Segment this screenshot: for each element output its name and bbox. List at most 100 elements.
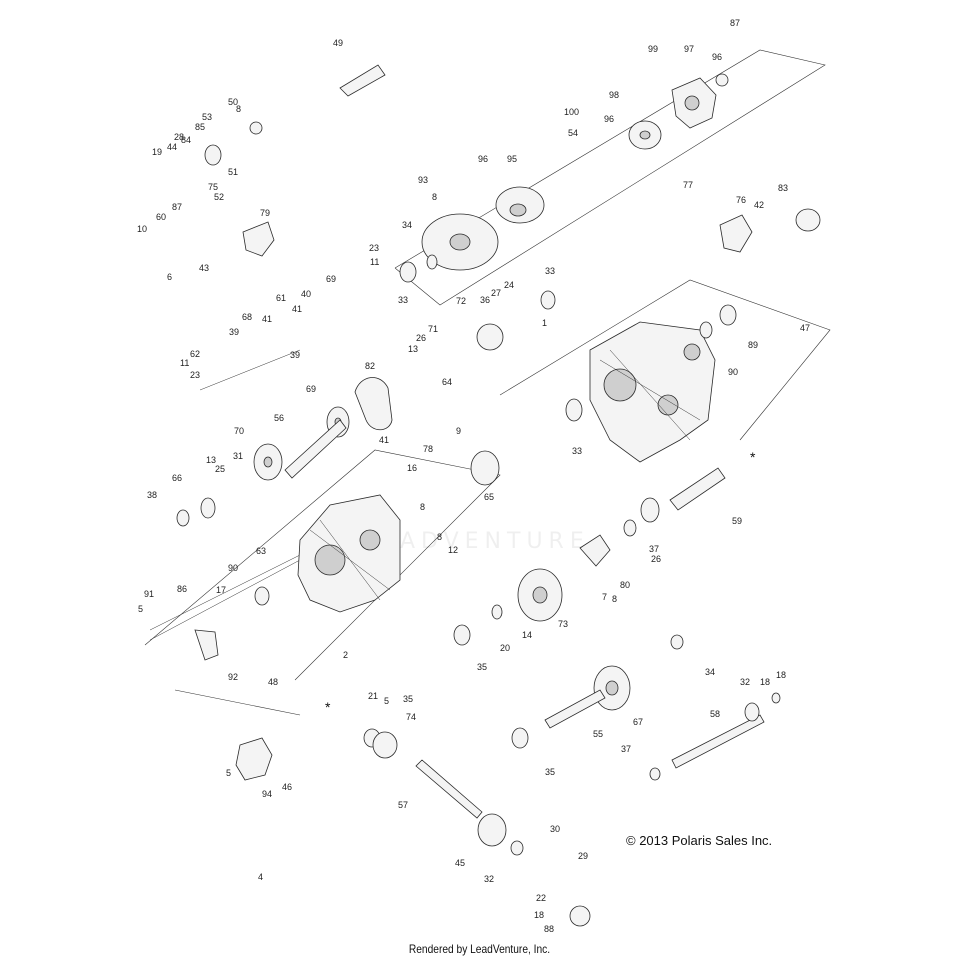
callout-label: 57 xyxy=(398,800,408,810)
callout-label: 61 xyxy=(276,293,286,303)
callout-label: 6 xyxy=(167,272,172,282)
callout-label: 26 xyxy=(651,554,661,564)
callout-label: 41 xyxy=(262,314,272,324)
callout-label: 75 xyxy=(208,182,218,192)
asterisk-marker: * xyxy=(325,699,331,715)
shaft-58 xyxy=(671,714,765,769)
callout-label: 41 xyxy=(292,304,302,314)
gear-97 xyxy=(495,186,545,224)
callout-label: 40 xyxy=(301,289,311,299)
callout-label: 39 xyxy=(229,327,239,337)
callout-label: 35 xyxy=(477,662,487,672)
callout-label: 8 xyxy=(420,502,425,512)
plate-65 xyxy=(470,450,500,486)
copyright-notice: © 2013 Polaris Sales Inc. xyxy=(626,833,773,848)
callout-label: 8 xyxy=(437,532,442,542)
callout-label: 51 xyxy=(228,167,238,177)
carrier-100 xyxy=(671,77,717,129)
callout-label: 59 xyxy=(732,516,742,526)
callout-numbers: 1 2 4 5 6 7 8 9 10 11 12 13 14 16 17 18 … xyxy=(137,38,810,934)
callout-label: 37 xyxy=(621,744,631,754)
callout-label: 47 xyxy=(800,323,810,333)
callout-label: 76 xyxy=(736,195,746,205)
callout-label: 8 xyxy=(236,104,241,114)
plate-80 xyxy=(579,534,611,567)
callout-label: 86 xyxy=(177,584,187,594)
callout-label: 99 xyxy=(648,44,658,54)
callout-label: 93 xyxy=(418,175,428,185)
repeated-callouts: 33 33 35 35 34 32 37 39 41 41 69 23 11 1… xyxy=(180,18,770,920)
bracket-76 xyxy=(719,214,753,253)
callout-label: 45 xyxy=(455,858,465,868)
callout-label: 9 xyxy=(456,426,461,436)
callout-label: 68 xyxy=(242,312,252,322)
callout-label: 43 xyxy=(199,263,209,273)
gear-73 xyxy=(517,568,563,622)
callout-label: 31 xyxy=(233,451,243,461)
callout-label: 69 xyxy=(306,384,316,394)
motor-83 xyxy=(795,208,821,232)
gear-94 xyxy=(421,213,499,271)
callout-label: 32 xyxy=(740,677,750,687)
callout-label: 5 xyxy=(384,696,389,706)
gear-70 xyxy=(253,443,283,481)
callout-label: 92 xyxy=(228,672,238,682)
callout-label: 8 xyxy=(432,192,437,202)
callout-label: 46 xyxy=(282,782,292,792)
callout-label: 25 xyxy=(215,464,225,474)
callout-label: 32 xyxy=(484,874,494,884)
callout-label: 5 xyxy=(226,768,231,778)
gear-72 xyxy=(476,323,504,351)
callout-label: 49 xyxy=(333,38,343,48)
callout-label: 53 xyxy=(202,112,212,122)
shaft-55 xyxy=(544,689,606,729)
callout-label: 87 xyxy=(730,18,740,28)
callout-label: 100 xyxy=(564,107,579,117)
callout-label: 18 xyxy=(534,910,544,920)
callout-label: 11 xyxy=(370,257,379,267)
callout-label: 90 xyxy=(228,563,238,573)
callout-label: 36 xyxy=(480,295,490,305)
callout-label: 2 xyxy=(343,650,348,660)
callout-label: 98 xyxy=(609,90,619,100)
callout-label: 5 xyxy=(138,604,143,614)
callout-label: 96 xyxy=(604,114,614,124)
callout-label: 16 xyxy=(407,463,417,473)
callout-label: 13 xyxy=(206,455,216,465)
rendered-by-footer: Rendered by LeadVenture, Inc. xyxy=(408,942,551,956)
callout-label: 52 xyxy=(214,192,224,202)
callout-label: 39 xyxy=(290,350,300,360)
cover-46 xyxy=(235,737,273,781)
callout-label: 30 xyxy=(550,824,560,834)
callout-label: 66 xyxy=(172,473,182,483)
shaft-59 xyxy=(669,467,726,511)
callout-label: 27 xyxy=(491,288,501,298)
callout-label: 34 xyxy=(402,220,412,230)
callout-label: 90 xyxy=(728,367,738,377)
chain-82 xyxy=(354,377,393,431)
callout-label: 48 xyxy=(268,677,278,687)
callout-label: 97 xyxy=(684,44,694,54)
callout-label: 55 xyxy=(593,729,603,739)
callout-label: 18 xyxy=(760,677,770,687)
callout-label: 10 xyxy=(137,224,147,234)
callout-label: 60 xyxy=(156,212,166,222)
bracket-79 xyxy=(242,221,275,257)
callout-label: 89 xyxy=(748,340,758,350)
output-housing-45 xyxy=(477,813,507,847)
callout-label: 67 xyxy=(633,717,643,727)
callout-label: 1 xyxy=(542,318,547,328)
callout-label: 28 xyxy=(174,132,184,142)
callout-label: 88 xyxy=(544,924,554,934)
callout-label: 54 xyxy=(568,128,578,138)
callout-label: 35 xyxy=(403,694,413,704)
callout-label: 34 xyxy=(705,667,715,677)
callout-label: 91 xyxy=(144,589,154,599)
callout-label: 85 xyxy=(195,122,205,132)
callout-label: 13 xyxy=(408,344,418,354)
callout-label: 95 xyxy=(507,154,517,164)
callout-label: 83 xyxy=(778,183,788,193)
callout-label: 96 xyxy=(478,154,488,164)
transmission-case-left xyxy=(297,494,401,613)
